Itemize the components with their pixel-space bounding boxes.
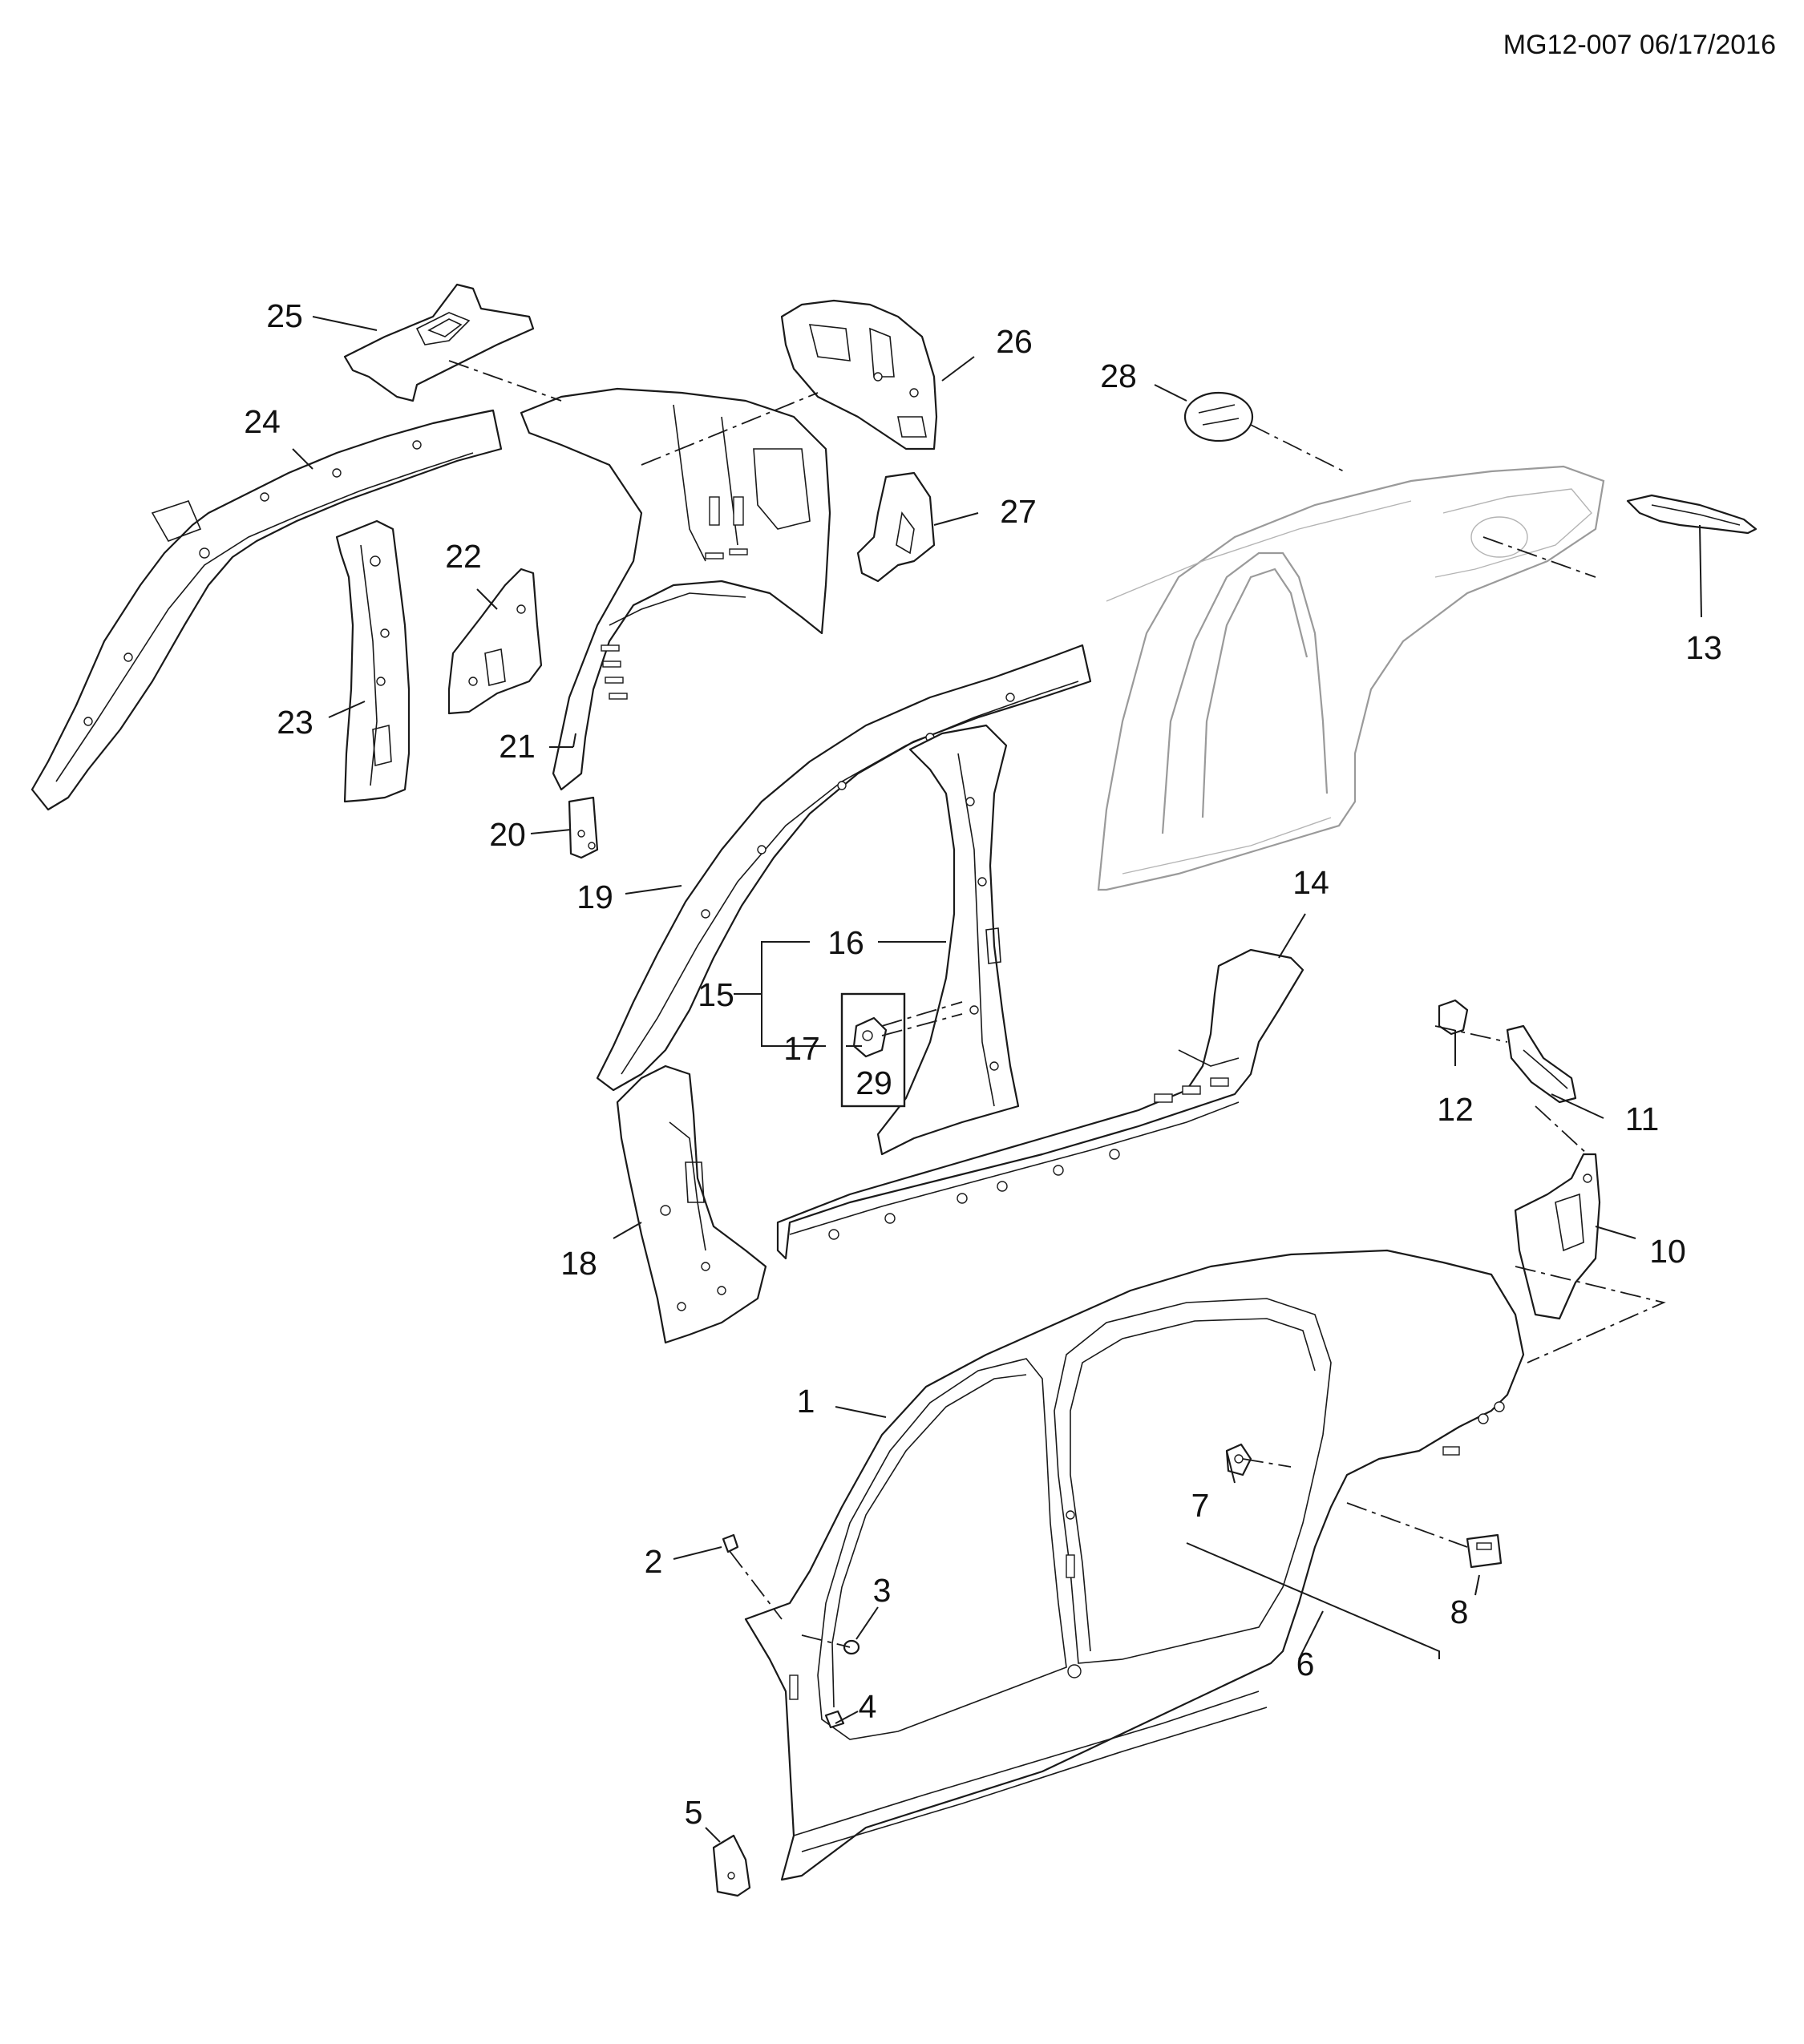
- part-1-body-side-outer: [744, 1249, 1525, 1881]
- part-22-reinforcement: [447, 568, 543, 715]
- callout-6: 6: [1296, 1646, 1315, 1682]
- callout-10: 10: [1649, 1233, 1686, 1270]
- part-8-plate: [1466, 1533, 1503, 1569]
- part-16-b-pillar: [876, 724, 1020, 1156]
- part-25-bracket: [343, 283, 535, 402]
- part-18-a-pillar-lower: [616, 1064, 767, 1344]
- part-27-bracket: [856, 471, 936, 583]
- callout-3: 3: [873, 1572, 892, 1609]
- part-23-pillar-inner: [335, 519, 411, 803]
- callout-11: 11: [1625, 1101, 1660, 1137]
- callout-labels: 1 2 3 4 5 6 7 8 10 11 12 13 14 15 16 17 …: [244, 297, 1722, 1831]
- callout-7: 7: [1191, 1487, 1210, 1524]
- part-14-holes: [828, 1077, 1229, 1240]
- callout-25: 25: [266, 297, 303, 334]
- callout-4: 4: [859, 1688, 877, 1725]
- callout-5: 5: [685, 1794, 703, 1831]
- callout-23: 23: [277, 704, 313, 741]
- part-12-bracket: [1438, 999, 1469, 1036]
- part-21-slots: [601, 496, 748, 700]
- callout-26: 26: [996, 323, 1033, 360]
- callout-14: 14: [1292, 864, 1329, 901]
- leader-lines: [292, 316, 1702, 1843]
- callout-18: 18: [560, 1245, 597, 1282]
- callout-27: 27: [1000, 493, 1037, 530]
- part-14-rocker: [776, 948, 1304, 1260]
- callout-16: 16: [827, 924, 864, 961]
- part-3-nut: [843, 1639, 860, 1655]
- callout-22: 22: [445, 538, 482, 575]
- part-2-nut: [722, 1533, 739, 1553]
- part-24-roof-rail: [30, 409, 503, 811]
- part-19-roof-rail-outer: [596, 644, 1092, 1092]
- callout-29: 29: [855, 1064, 892, 1101]
- part-21-quarter-inner: [520, 387, 831, 791]
- callout-13: 13: [1685, 629, 1722, 666]
- assembly-lines: [448, 360, 1666, 1648]
- part-10-panel: [1514, 1153, 1601, 1320]
- part-13-bracket: [1626, 494, 1757, 535]
- callout-2: 2: [645, 1543, 663, 1580]
- part-20-bracket: [568, 796, 599, 859]
- part-7-hinge: [1225, 1443, 1252, 1476]
- callout-8: 8: [1450, 1594, 1469, 1630]
- part-28-cap: [1183, 391, 1254, 442]
- part-11-bracket: [1506, 1024, 1577, 1104]
- callout-1: 1: [797, 1383, 815, 1420]
- callout-17: 17: [783, 1030, 820, 1067]
- callout-24: 24: [244, 403, 281, 440]
- ghost-body-side: [1097, 465, 1605, 891]
- callout-19: 19: [576, 879, 613, 915]
- callout-12: 12: [1437, 1091, 1474, 1128]
- callout-20: 20: [489, 816, 526, 853]
- callout-28: 28: [1100, 357, 1137, 394]
- callout-21: 21: [499, 728, 536, 765]
- callout-15: 15: [698, 976, 734, 1013]
- part-5-bracket: [712, 1834, 751, 1897]
- part-1-holes: [789, 1401, 1505, 1700]
- part-4-clip: [824, 1710, 845, 1729]
- diagram-code: MG12-007 06/17/2016: [1503, 30, 1776, 60]
- part-26-panel: [780, 299, 938, 450]
